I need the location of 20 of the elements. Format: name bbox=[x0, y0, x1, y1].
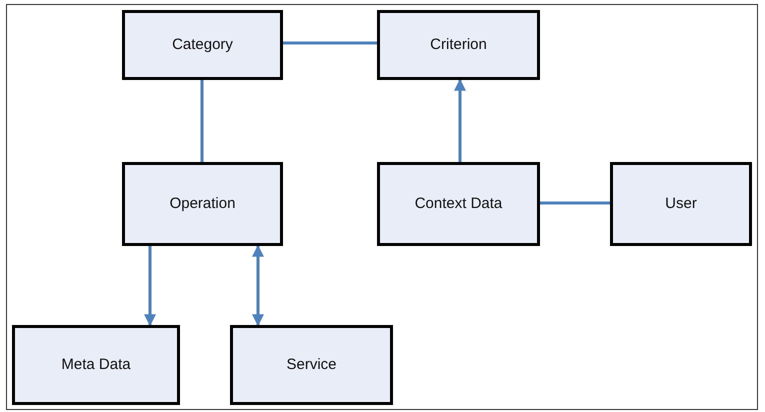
entity-box bbox=[377, 162, 540, 246]
arrow bbox=[454, 78, 466, 162]
arrow bbox=[144, 246, 156, 326]
entity-label: Service bbox=[286, 354, 337, 375]
entity-label: Meta Data bbox=[61, 354, 131, 375]
entity-label: Context Data bbox=[414, 194, 502, 214]
connector-line bbox=[540, 202, 610, 204]
connector-line bbox=[200, 80, 204, 162]
entity-box bbox=[122, 162, 283, 246]
arrow bbox=[252, 244, 264, 326]
entity-label: Criterion bbox=[430, 34, 487, 55]
entity-box bbox=[230, 325, 393, 405]
entity-box bbox=[122, 10, 283, 80]
entity-label: Category bbox=[172, 34, 233, 55]
entity-box bbox=[12, 325, 180, 405]
entity-box bbox=[377, 10, 540, 80]
entity-label: Operation bbox=[170, 194, 236, 214]
entity-label: User bbox=[665, 194, 697, 214]
entity-box bbox=[610, 162, 752, 246]
connector-line bbox=[283, 42, 377, 44]
